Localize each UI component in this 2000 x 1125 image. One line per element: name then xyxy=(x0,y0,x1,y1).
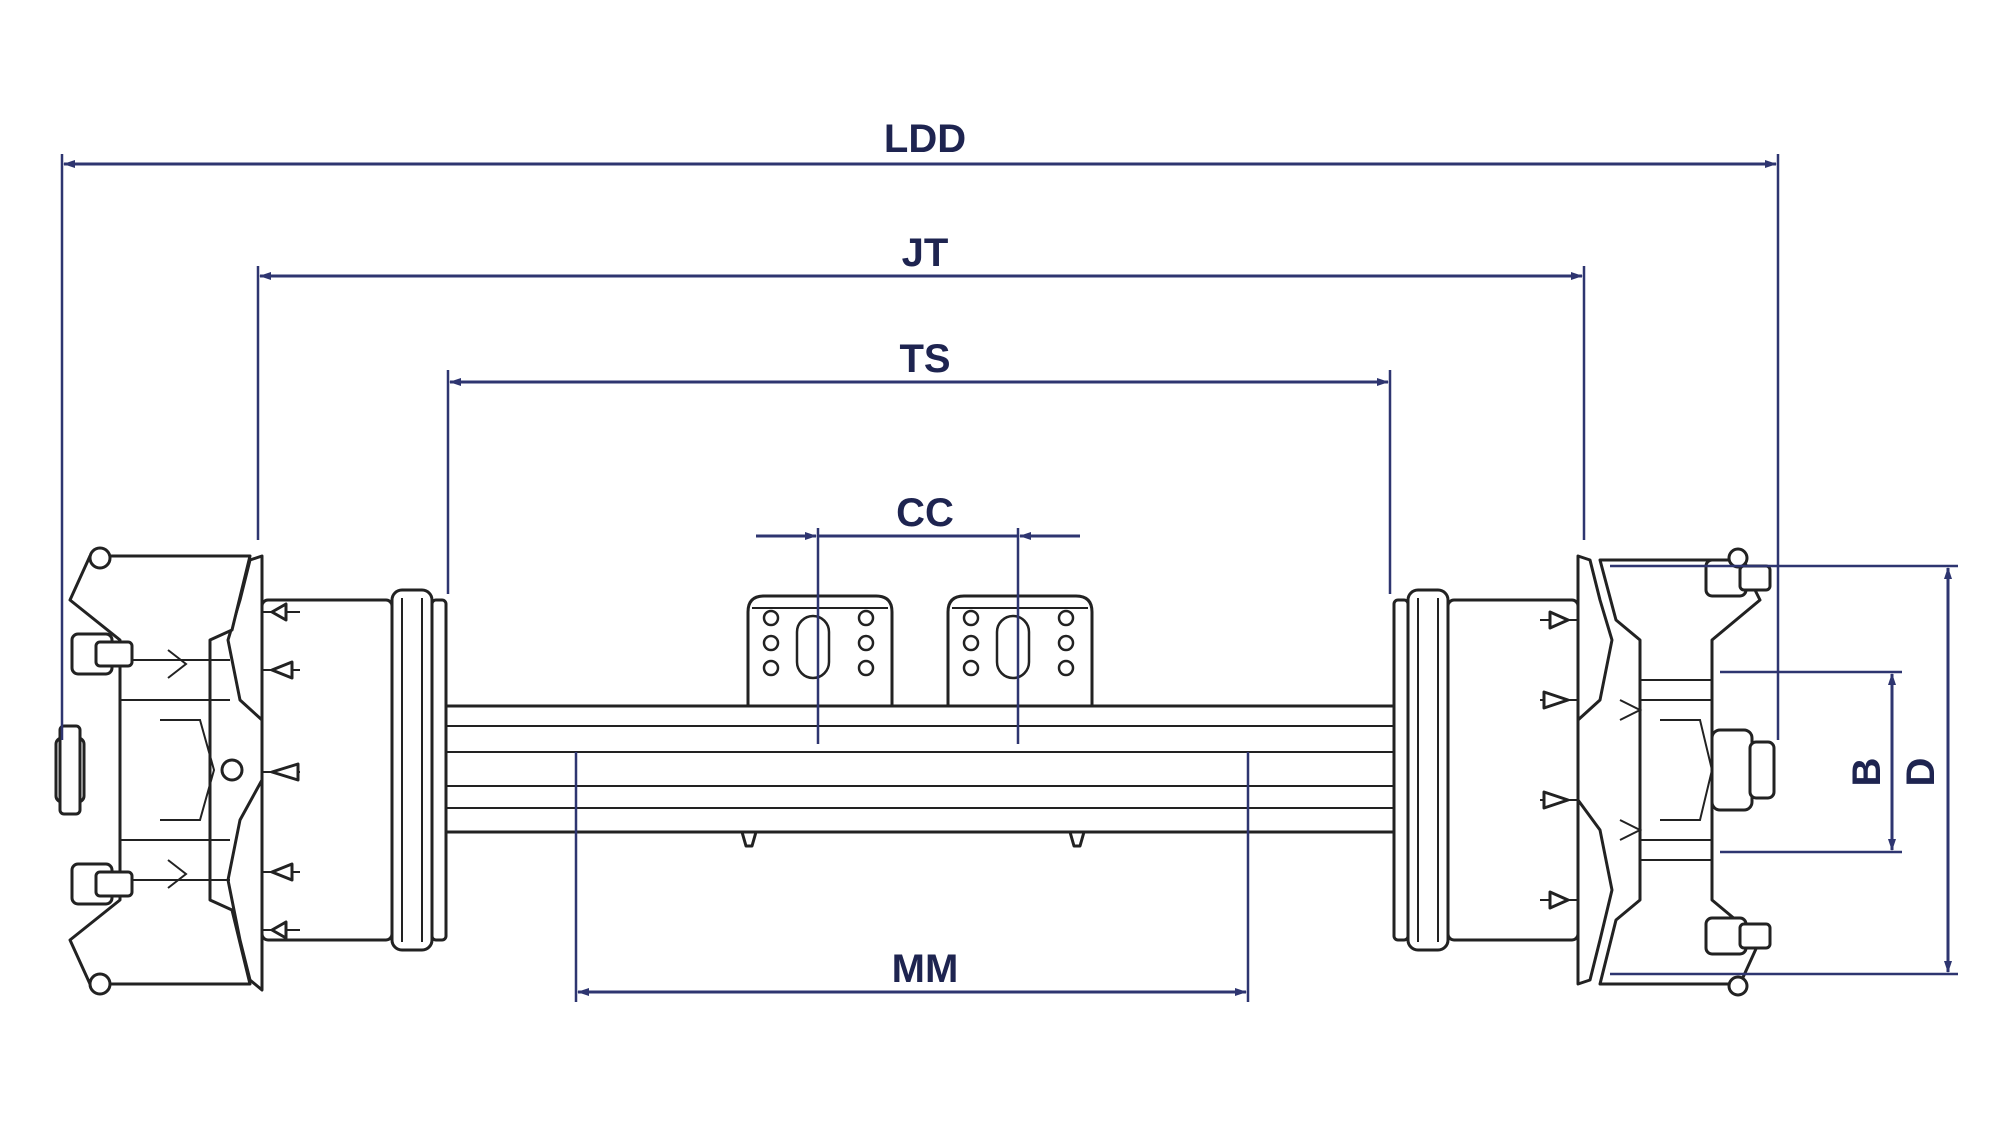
label-cc: CC xyxy=(896,491,954,535)
dimension-cc: CC xyxy=(756,491,1080,744)
dimension-d: D xyxy=(1610,564,1958,976)
dimension-ts: TS xyxy=(446,337,1392,594)
dimension-jt: JT xyxy=(256,231,1586,540)
label-b: B xyxy=(1845,758,1889,787)
label-jt: JT xyxy=(902,231,949,275)
wheel-hub-left xyxy=(54,546,264,996)
label-ts: TS xyxy=(899,337,950,381)
spring-seat-right xyxy=(946,594,1094,708)
dimension-ldd: LDD xyxy=(60,117,1780,740)
label-mm: MM xyxy=(892,947,959,991)
brake-drum-left xyxy=(260,588,448,952)
wheel-hub-right xyxy=(1576,547,1776,997)
label-d: D xyxy=(1899,758,1943,787)
dimension-mm: MM xyxy=(574,752,1250,1002)
spring-seat-left xyxy=(746,594,894,708)
brake-drum-right xyxy=(1392,588,1580,952)
label-ldd: LDD xyxy=(884,117,966,161)
axle-beam xyxy=(443,704,1397,848)
dimension-b: B xyxy=(1720,670,1902,854)
